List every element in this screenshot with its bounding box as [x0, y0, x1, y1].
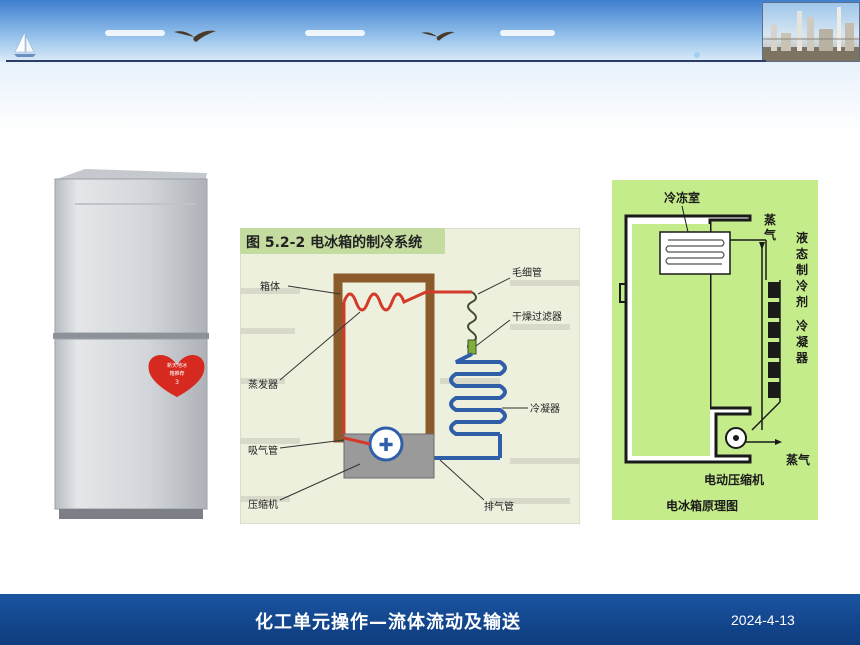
header-glow: [0, 62, 860, 132]
cloud-decoration: [305, 30, 365, 36]
freezer-box: [659, 231, 731, 275]
cloud-decoration: [500, 30, 555, 36]
heart-sticker-line: 3: [175, 379, 179, 386]
footer-bar: [0, 594, 860, 645]
label-compressor: 电动压缩机: [704, 472, 764, 487]
label-condenser: 冷凝器: [530, 402, 560, 415]
footer-date: 2024-4-13: [731, 612, 795, 628]
condenser-fins: [768, 282, 780, 398]
refrigeration-system-figure: 图 5.2-2 电冰箱的制冷系统 ✚ 箱体 蒸发器 吸气管 压缩机 毛细管 干燥…: [240, 228, 580, 524]
label-evaporator: 蒸发器: [248, 378, 278, 391]
label-condenser: 冷凝器: [795, 318, 809, 365]
label-suction-pipe: 吸气管: [248, 444, 278, 457]
figure-caption: 电冰箱原理图: [666, 498, 738, 513]
label-liquid-refrigerant: 液态制冷剂: [795, 230, 808, 309]
header-divider: [6, 60, 766, 62]
label-vapor-bottom: 蒸气: [786, 452, 810, 467]
heart-sticker: 新天地冰 箱推荐 3: [148, 354, 205, 397]
heart-sticker-line: 箱推荐: [169, 370, 184, 377]
refrigerator-photo: 新天地冰 箱推荐 3: [53, 169, 209, 519]
cloud-decoration: [105, 30, 165, 36]
svg-text:✚: ✚: [378, 435, 393, 456]
seagull-icon: [421, 31, 455, 41]
figure-caption: 图 5.2-2 电冰箱的制冷系统: [246, 234, 422, 251]
sailboat-icon: [14, 31, 36, 57]
label-vapor-top: 蒸气: [763, 212, 776, 242]
label-exhaust-pipe: 排气管: [484, 500, 514, 513]
label-freezer: 冷冻室: [664, 190, 700, 205]
label-compressor: 压缩机: [248, 498, 278, 511]
flower-icon: [694, 52, 700, 58]
evaporator-coil: [342, 290, 472, 312]
refrigerator-principle-figure: 冷冻室 蒸气 液态制冷剂 冷凝器 蒸气 电动压缩机 电冰箱原理图: [612, 180, 818, 520]
condenser-coil: [449, 352, 507, 436]
label-body: 箱体: [260, 280, 280, 293]
factory-photo: [762, 2, 860, 62]
evaporator-coil: [665, 239, 725, 265]
seagull-icon: [174, 30, 216, 42]
label-capillary: 毛细管: [512, 266, 542, 279]
label-dryer-filter: 干燥过滤器: [512, 310, 562, 323]
heart-sticker-line: 新天地冰: [167, 362, 187, 369]
dryer-filter: [467, 339, 477, 355]
footer-title: 化工单元操作—流体流动及输送: [255, 612, 521, 633]
